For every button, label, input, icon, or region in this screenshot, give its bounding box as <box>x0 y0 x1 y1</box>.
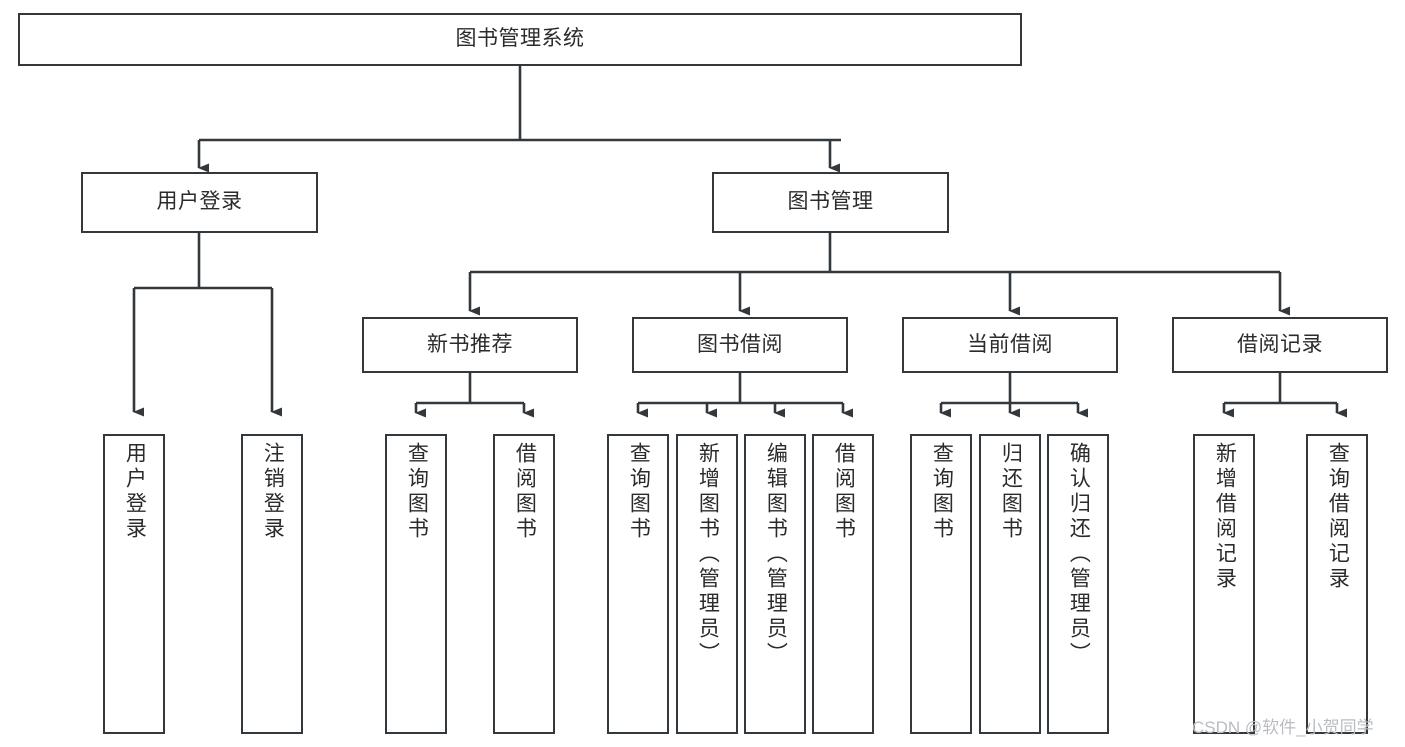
leaf-records-query-record[interactable]: 查询借阅记录 <box>1306 434 1368 734</box>
leaf-borrow-edit-book-admin-label: 编辑图书（管理员） <box>764 442 788 667</box>
node-user-login[interactable]: 用户登录 <box>81 172 318 233</box>
leaf-records-add-record[interactable]: 新增借阅记录 <box>1193 434 1255 734</box>
leaf-current-confirm-return-admin[interactable]: 确认归还（管理员） <box>1047 434 1109 734</box>
leaf-borrow-edit-book-admin[interactable]: 编辑图书（管理员） <box>744 434 806 734</box>
leaf-current-confirm-return-admin-label: 确认归还（管理员） <box>1067 442 1091 667</box>
node-user-login-label: 用户登录 <box>156 190 243 214</box>
node-book-borrow[interactable]: 图书借阅 <box>632 317 848 373</box>
leaf-logout[interactable]: 注销登录 <box>241 434 303 734</box>
leaf-current-return-book[interactable]: 归还图书 <box>979 434 1041 734</box>
node-current-borrow-label: 当前借阅 <box>967 332 1053 356</box>
leaf-current-return-book-label: 归还图书 <box>999 442 1023 542</box>
leaf-newbook-query-book-label: 查询图书 <box>405 442 429 542</box>
node-borrow-records[interactable]: 借阅记录 <box>1172 317 1388 373</box>
leaf-records-add-record-label: 新增借阅记录 <box>1213 442 1237 592</box>
node-new-book-recommend[interactable]: 新书推荐 <box>362 317 578 373</box>
leaf-current-query-book-label: 查询图书 <box>930 442 954 542</box>
leaf-newbook-borrow-book-label: 借阅图书 <box>513 442 537 542</box>
leaf-borrow-query-book-label: 查询图书 <box>627 442 651 542</box>
csdn-watermark: CSDN @软件_小贺同学 <box>1192 718 1374 737</box>
leaf-current-query-book[interactable]: 查询图书 <box>910 434 972 734</box>
leaf-logout-label: 注销登录 <box>261 442 285 542</box>
node-root-label: 图书管理系统 <box>455 27 585 51</box>
leaf-borrow-add-book-admin-label: 新增图书（管理员） <box>696 442 720 667</box>
leaf-newbook-query-book[interactable]: 查询图书 <box>385 434 447 734</box>
leaf-borrow-borrow-book[interactable]: 借阅图书 <box>812 434 874 734</box>
node-root[interactable]: 图书管理系统 <box>18 13 1022 66</box>
leaf-borrow-borrow-book-label: 借阅图书 <box>832 442 856 542</box>
leaf-borrow-add-book-admin[interactable]: 新增图书（管理员） <box>676 434 738 734</box>
leaf-newbook-borrow-book[interactable]: 借阅图书 <box>493 434 555 734</box>
node-book-management-label: 图书管理 <box>787 190 874 214</box>
leaf-records-query-record-label: 查询借阅记录 <box>1326 442 1350 592</box>
node-current-borrow[interactable]: 当前借阅 <box>902 317 1118 373</box>
node-book-management[interactable]: 图书管理 <box>712 172 949 233</box>
node-book-borrow-label: 图书借阅 <box>697 332 783 356</box>
node-new-book-recommend-label: 新书推荐 <box>427 332 513 356</box>
leaf-user-login[interactable]: 用户登录 <box>103 434 165 734</box>
node-borrow-records-label: 借阅记录 <box>1237 332 1323 356</box>
leaf-borrow-query-book[interactable]: 查询图书 <box>607 434 669 734</box>
leaf-user-login-label: 用户登录 <box>123 442 147 542</box>
